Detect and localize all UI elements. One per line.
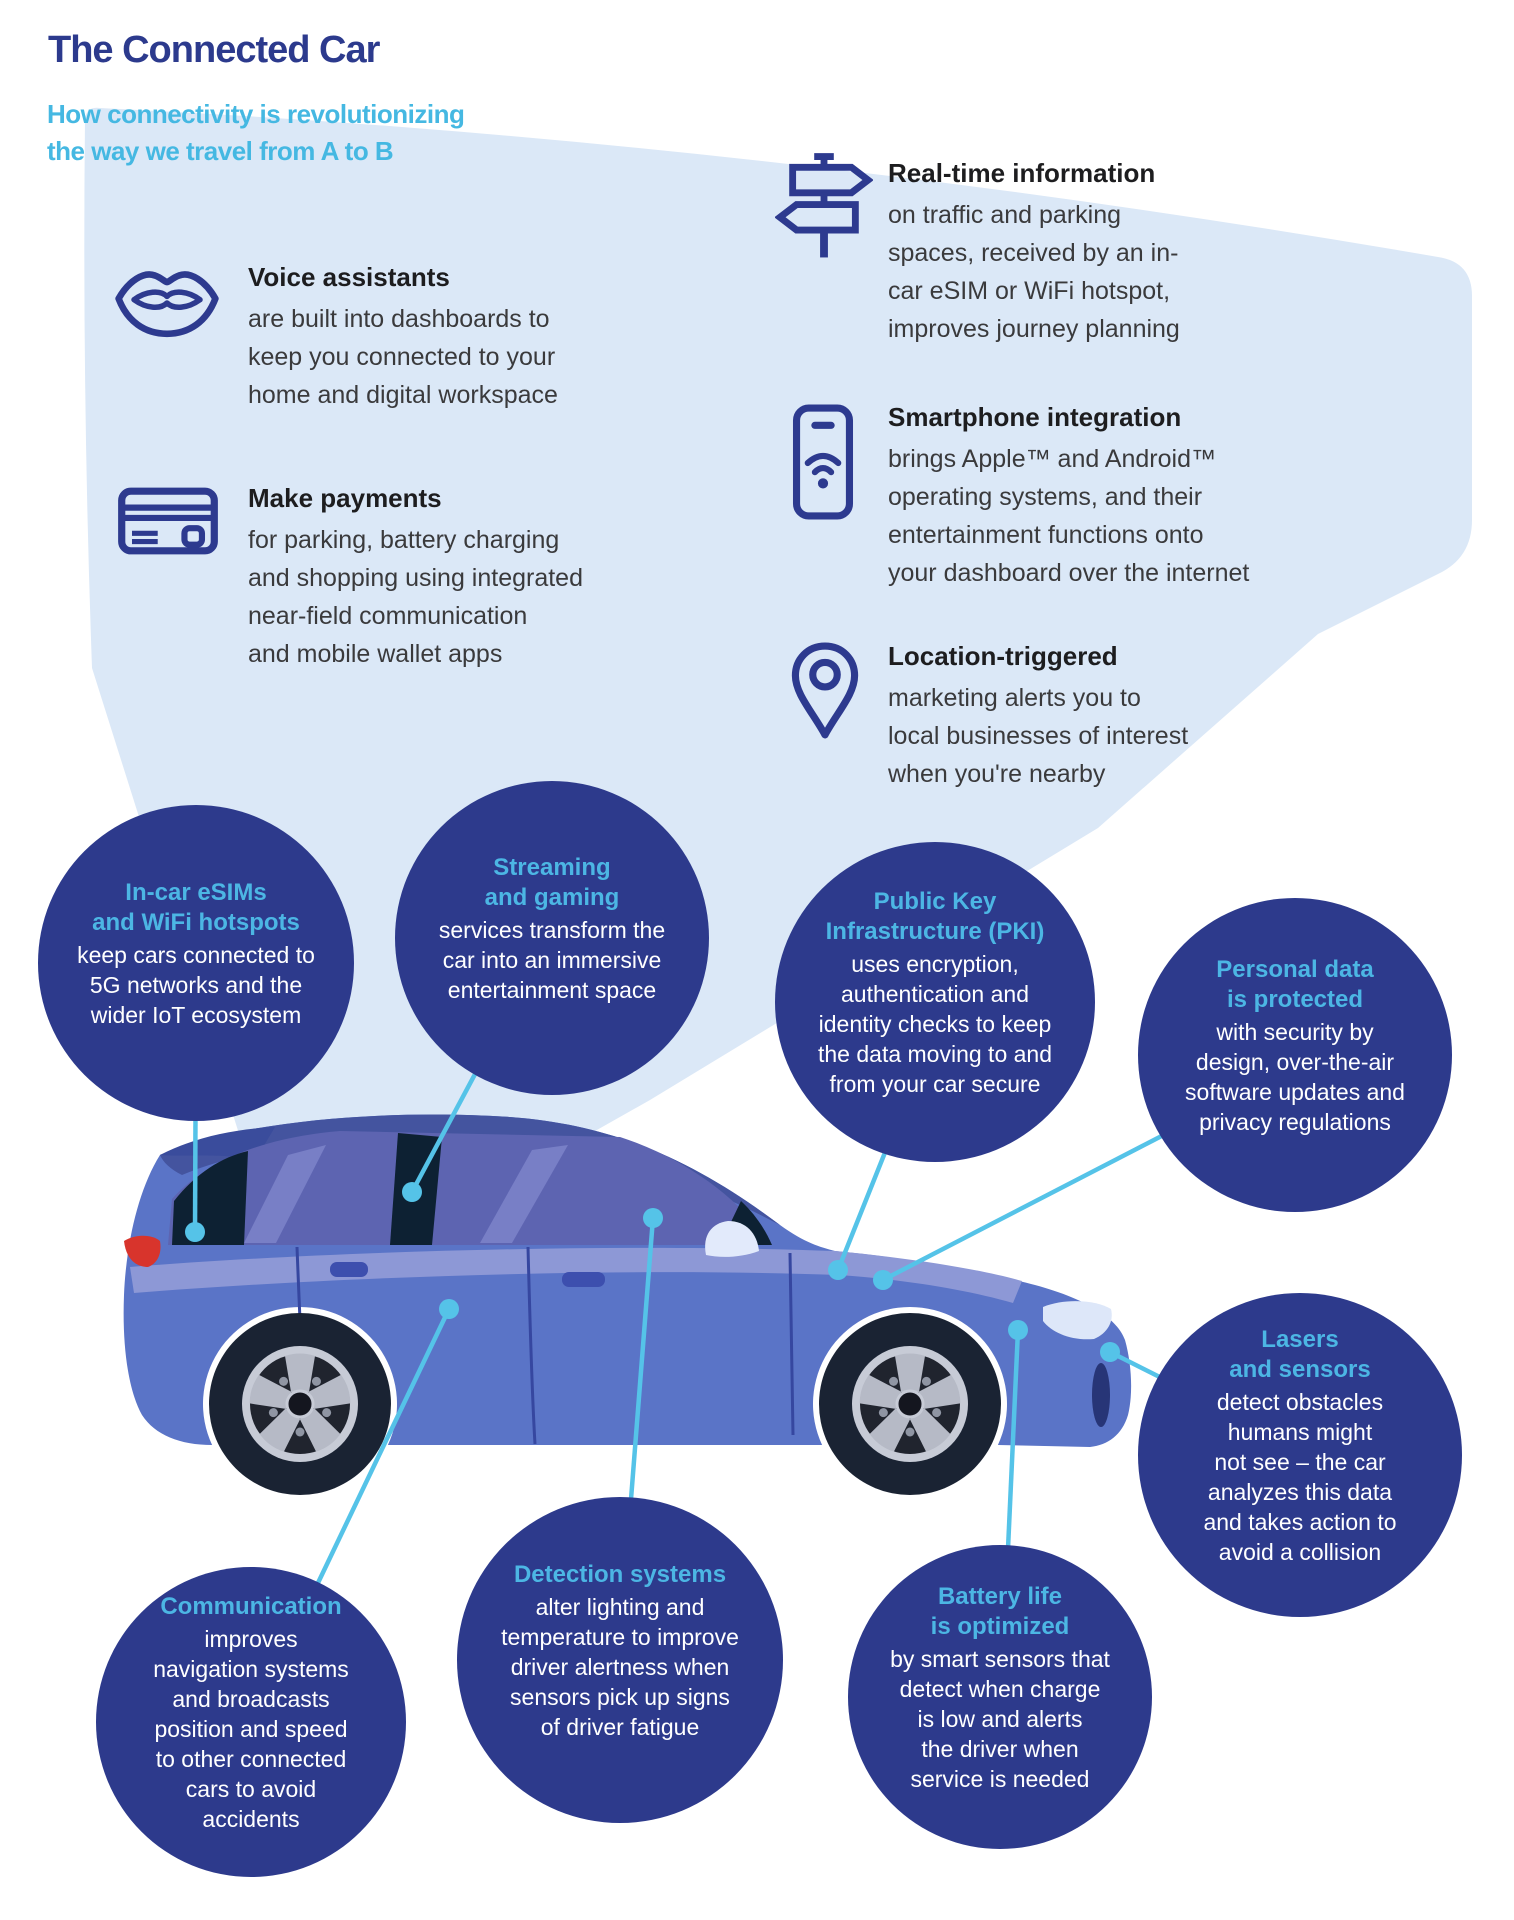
bubble-heading: Lasers and sensors bbox=[1229, 1326, 1371, 1383]
feature-heading: Make payments bbox=[248, 483, 442, 513]
bubble-heading: Streaming and gaming bbox=[484, 854, 620, 911]
rear-wheel bbox=[209, 1313, 391, 1495]
bubble-heading: Detection systems bbox=[513, 1561, 727, 1588]
door-handle-front bbox=[562, 1272, 605, 1287]
bubble-heading: Personal data is protected bbox=[1216, 956, 1374, 1013]
door-seam-2 bbox=[526, 1246, 537, 1445]
bubble-esim-wifi: In-car eSIMs and WiFi hotspots keep cars… bbox=[38, 805, 354, 1121]
page-title: The Connected Car bbox=[48, 29, 380, 71]
bubble-pki: Public Key Infrastructure (PKI) uses enc… bbox=[775, 842, 1095, 1162]
bubble-body: with security by design, over-the-air so… bbox=[1185, 1019, 1405, 1135]
page-subtitle: How connectivity is revolutionizing the … bbox=[47, 99, 465, 166]
bubble-communication: Communication improves navigation system… bbox=[96, 1567, 406, 1877]
headlight bbox=[1043, 1301, 1112, 1340]
connector-dot-esim bbox=[185, 1222, 205, 1242]
feature-body: on traffic and parking spaces, received … bbox=[888, 201, 1180, 343]
car-body bbox=[123, 1114, 1132, 1447]
feature-body: marketing alerts you to local businesses… bbox=[888, 684, 1189, 788]
bubble-body: improves navigation systems and broadcas… bbox=[153, 1626, 349, 1832]
connector-dot-pki bbox=[828, 1260, 848, 1280]
signpost-icon bbox=[775, 153, 873, 258]
smartphone-wifi-icon bbox=[792, 404, 854, 520]
car-rear-quarter-window bbox=[172, 1151, 248, 1245]
feature-body: are built into dashboards to keep you co… bbox=[248, 305, 558, 409]
car-roof-shade bbox=[160, 1114, 780, 1225]
connector-dot-detection bbox=[643, 1208, 663, 1228]
connector-dot-personal-data bbox=[873, 1270, 893, 1290]
door-seam-3 bbox=[788, 1252, 795, 1436]
bubble-heading: Communication bbox=[160, 1593, 342, 1620]
connector-dot-battery bbox=[1008, 1320, 1028, 1340]
car-illustration bbox=[123, 1114, 1132, 1495]
bubble-streaming-gaming: Streaming and gaming services transform … bbox=[395, 781, 709, 1095]
connector-dot-streaming bbox=[402, 1182, 422, 1202]
car-spoiler bbox=[160, 1127, 275, 1159]
window-streak-rear bbox=[244, 1145, 326, 1243]
door-handle-rear bbox=[330, 1262, 368, 1277]
feature-make-payments: Make payments for parking, battery charg… bbox=[248, 481, 583, 673]
feature-realtime-information: Real-time information on traffic and par… bbox=[888, 156, 1180, 348]
feature-heading: Location-triggered bbox=[888, 641, 1118, 671]
bubble-body: by smart sensors that detect when charge… bbox=[890, 1646, 1110, 1792]
bubble-body: alter lighting and temperature to improv… bbox=[501, 1594, 739, 1740]
bubble-personal-data: Personal data is protected with security… bbox=[1138, 898, 1452, 1212]
car-windows bbox=[168, 1131, 770, 1245]
bubble-body: detect obstacles humans might not see – … bbox=[1203, 1389, 1397, 1565]
car-b-pillar bbox=[390, 1133, 442, 1245]
connector-dot-lasers bbox=[1100, 1342, 1120, 1362]
feature-voice-assistants: Voice assistants are built into dashboar… bbox=[248, 260, 558, 414]
lips-icon bbox=[115, 271, 219, 338]
bubble-lasers-sensors: Lasers and sensors detect obstacles huma… bbox=[1138, 1293, 1462, 1617]
bubble-heading: In-car eSIMs and WiFi hotspots bbox=[92, 879, 300, 936]
bubble-body: uses encryption, authentication and iden… bbox=[818, 951, 1052, 1097]
taillight bbox=[124, 1235, 161, 1267]
front-wheel bbox=[819, 1313, 1001, 1495]
location-pin-icon bbox=[791, 642, 859, 739]
bubble-heading: Battery life is optimized bbox=[930, 1583, 1070, 1640]
door-seam-1 bbox=[295, 1246, 309, 1445]
bubble-heading: Public Key Infrastructure (PKI) bbox=[825, 888, 1045, 945]
car-beltline bbox=[130, 1247, 1022, 1303]
car-mirror bbox=[705, 1221, 759, 1257]
feature-smartphone-integration: Smartphone integration brings Apple™ and… bbox=[888, 400, 1249, 592]
feature-body: brings Apple™ and Android™ operating sys… bbox=[888, 445, 1250, 587]
bubble-battery-life: Battery life is optimized by smart senso… bbox=[848, 1545, 1152, 1849]
credit-card-icon bbox=[118, 487, 218, 555]
feature-heading: Smartphone integration bbox=[888, 402, 1182, 432]
bubble-body: keep cars connected to 5G networks and t… bbox=[77, 942, 315, 1028]
bubble-body: services transform the car into an immer… bbox=[438, 917, 666, 1003]
car-vent-window bbox=[720, 1201, 772, 1245]
feature-heading: Real-time information bbox=[888, 158, 1156, 188]
bumper-slot bbox=[1092, 1363, 1110, 1427]
window-streak-front bbox=[480, 1145, 568, 1243]
feature-location-triggered: Location-triggered marketing alerts you … bbox=[888, 639, 1188, 793]
bubble-detection-systems: Detection systems alter lighting and tem… bbox=[457, 1497, 783, 1823]
feature-heading: Voice assistants bbox=[248, 262, 450, 292]
feature-body: for parking, battery charging and shoppi… bbox=[248, 526, 583, 668]
connector-dot-communication bbox=[439, 1299, 459, 1319]
